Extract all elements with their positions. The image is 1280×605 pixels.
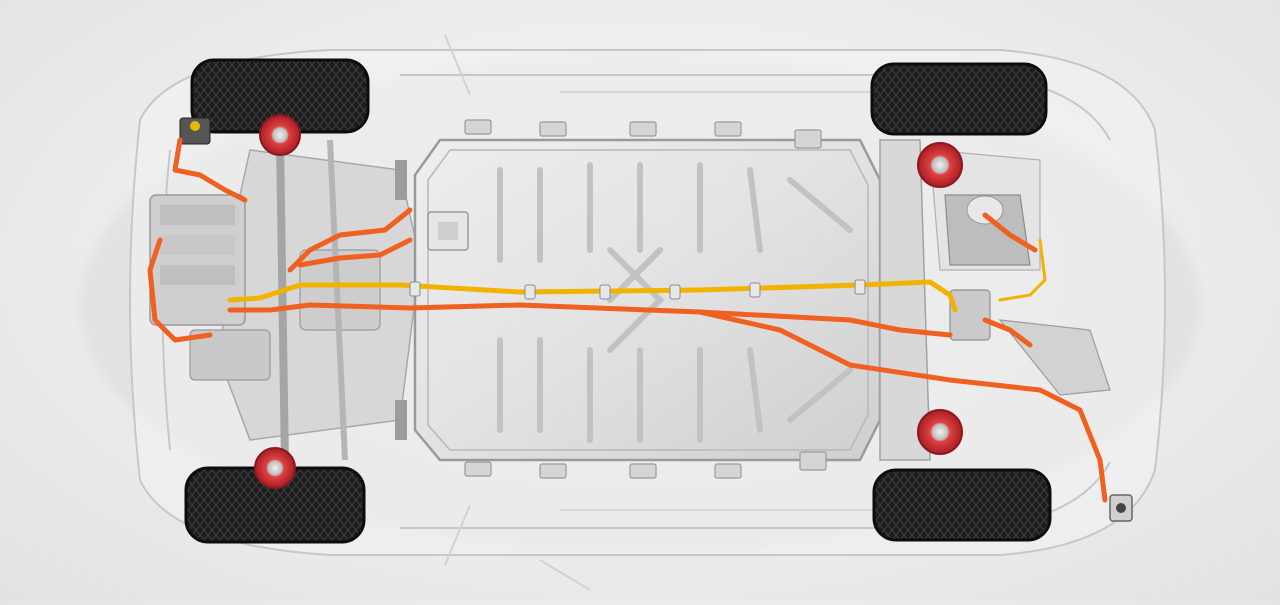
battery-pack (413, 138, 882, 462)
high-voltage-cables (147, 137, 1108, 503)
rear-right-hub (917, 409, 963, 455)
cable-clips (409, 279, 866, 300)
rear-left-hub (917, 142, 963, 188)
rear-right-tire (872, 468, 1052, 542)
charge-port (1109, 494, 1133, 522)
front-drive-unit (149, 139, 421, 466)
rear-subframe (879, 139, 1111, 461)
rear-left-tire (870, 62, 1048, 136)
front-left-hub (259, 114, 301, 156)
low-voltage-branch (998, 238, 1047, 302)
front-right-hub (254, 447, 296, 489)
pack-mounting-brackets (464, 119, 827, 479)
auxiliary-cap (190, 121, 200, 131)
